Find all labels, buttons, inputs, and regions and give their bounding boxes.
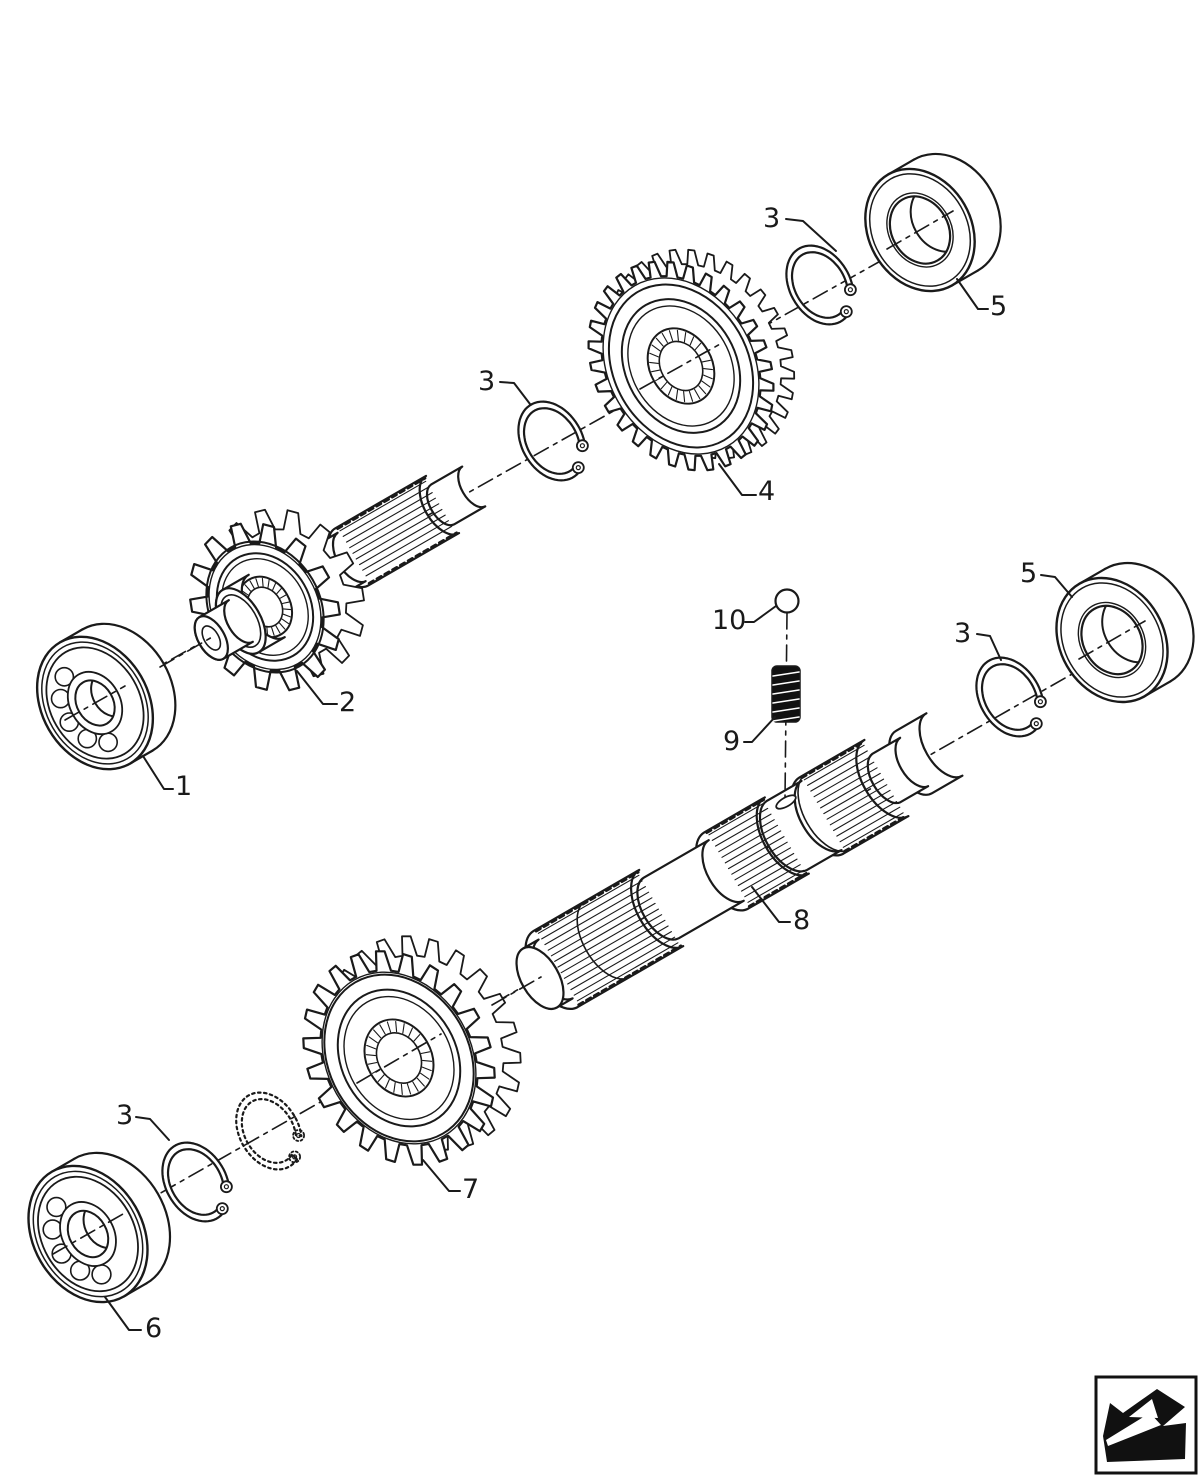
leader-3-lower [135,1116,170,1141]
diagram-art [27,152,1195,1304]
leader-7 [422,1159,461,1192]
snap-ring-3-mid [517,400,589,482]
leader-4 [718,463,757,496]
leader-3-right [976,633,1002,661]
callout-label-10: 10 [712,605,746,636]
bearing-5-upper [864,152,1002,293]
callout-label-4: 4 [758,476,775,507]
leader-8 [751,886,791,923]
callout-label-8: 8 [793,905,810,936]
snap-ring-3-lower [161,1141,233,1223]
callout-label-1: 1 [175,771,192,802]
centerline-overlays [52,210,1146,1255]
back-arrow-notch-1 [1129,1399,1158,1418]
snap-ring-phantom [235,1091,306,1171]
leader-2 [296,670,338,705]
callout-label-5-upper: 5 [990,291,1007,322]
detent-assembly [771,588,801,810]
leader-9 [743,716,776,743]
leader-3-mid [499,381,531,405]
callout-label-6: 6 [145,1313,162,1344]
back-arrow-notch-2 [1106,1413,1161,1446]
bearing-5-right [1055,561,1195,704]
callout-label-7: 7 [462,1174,479,1205]
leader-3-upper [785,218,837,252]
callout-labels: 1 2 3 3 3 3 4 5 5 6 7 8 9 10 [116,203,1037,1344]
back-arrow-icon[interactable] [1094,1375,1198,1475]
shaft-8 [515,712,964,1010]
callout-label-3-mid: 3 [478,366,495,397]
leader-5-right [1040,574,1073,598]
detent-spring [771,665,801,723]
leader-10 [744,605,777,623]
gear-shaft-2-hub [193,573,286,661]
snap-ring-3-right [975,656,1047,738]
callout-label-2: 2 [339,687,356,718]
callout-label-3-upper: 3 [763,203,780,234]
callout-leaders [104,218,1073,1331]
detent-ball [774,588,800,614]
leader-1 [142,755,174,790]
gear-7 [302,935,522,1166]
callout-label-3-lower: 3 [116,1100,133,1131]
callout-label-5-right: 5 [1020,558,1037,589]
leader-6 [104,1296,142,1331]
callout-label-3-right: 3 [954,618,971,649]
snap-ring-3-upper [785,244,857,326]
gear-4 [587,248,796,472]
leader-5-upper [956,278,989,310]
callout-label-9: 9 [723,726,740,757]
